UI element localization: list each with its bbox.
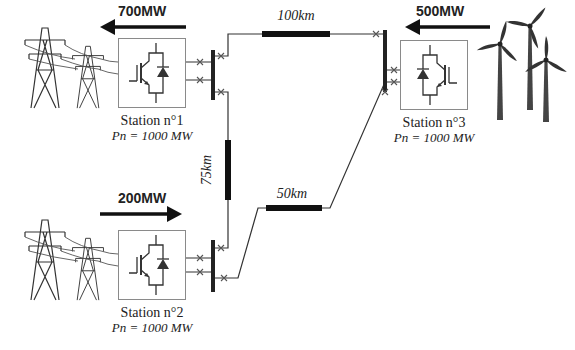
dc-busbar [213,30,385,292]
converter-station: Station n°2Pn = 1000 MW [112,230,193,336]
overhead-wire [25,45,118,74]
dc-cable [186,34,400,70]
power-flow-value: 200MW [118,190,166,206]
station-name: Station n°3 [403,115,466,131]
pylon-group [25,220,118,300]
rated-power: Pn = 1000 MW [112,321,193,336]
wind-turbine [476,20,518,120]
cable-length: 100km [275,8,316,23]
converter-station: Station n°3Pn = 1000 MW [394,40,475,146]
breaker-mark [197,31,397,281]
igbt-symbol [129,235,169,295]
converter-station: Station n°1Pn = 1000 MW [112,38,193,144]
cable-length: 50km [275,186,309,201]
dc-cable [186,82,400,278]
pylon-group [25,28,118,108]
rated-power: Pn = 1000 MW [394,131,475,146]
converter-symbol [119,231,185,299]
pylon [25,28,65,108]
power-flow-value: 500MW [416,3,464,19]
igbt-symbol [129,43,169,103]
cable-segment [228,34,330,208]
cable-length: 75km [199,153,214,187]
wind-turbine [506,7,547,110]
station-name: Station n°2 [121,305,184,321]
wind-turbine [524,36,567,122]
power-flow-value: 700MW [118,3,166,19]
converter-box [118,38,186,108]
converter-symbol [119,39,185,107]
power-flow-arrow [100,19,490,222]
rated-power: Pn = 1000 MW [112,129,193,144]
dc-cable [186,80,228,258]
converter-box [400,40,468,110]
igbt-symbol [417,45,457,105]
station-name: Station n°1 [121,113,184,129]
converter-box [118,230,186,300]
converter-symbol [401,41,467,109]
